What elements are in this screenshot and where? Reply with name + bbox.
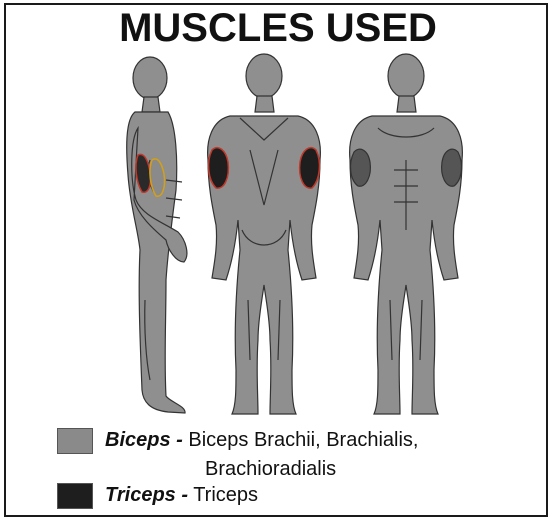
triceps-label: Triceps - [105,484,188,506]
front-biceps-right [442,149,462,186]
triceps-swatch [57,483,93,509]
front-biceps-left [351,149,371,186]
side-view-figure [127,57,187,413]
back-triceps-right [300,148,320,189]
biceps-label: Biceps - [105,429,183,451]
back-view-figure [208,54,321,414]
legend-biceps: Biceps - Biceps Brachii, Brachialis, [57,428,418,454]
biceps-description: Biceps Brachii, Brachialis, [188,429,418,451]
biceps-description-cont: Brachioradialis [205,457,336,481]
triceps-description: Triceps [193,484,258,506]
biceps-swatch [57,428,93,454]
front-view-figure [350,54,463,414]
back-triceps-left [209,148,229,189]
legend-triceps: Triceps - Triceps [57,483,258,509]
